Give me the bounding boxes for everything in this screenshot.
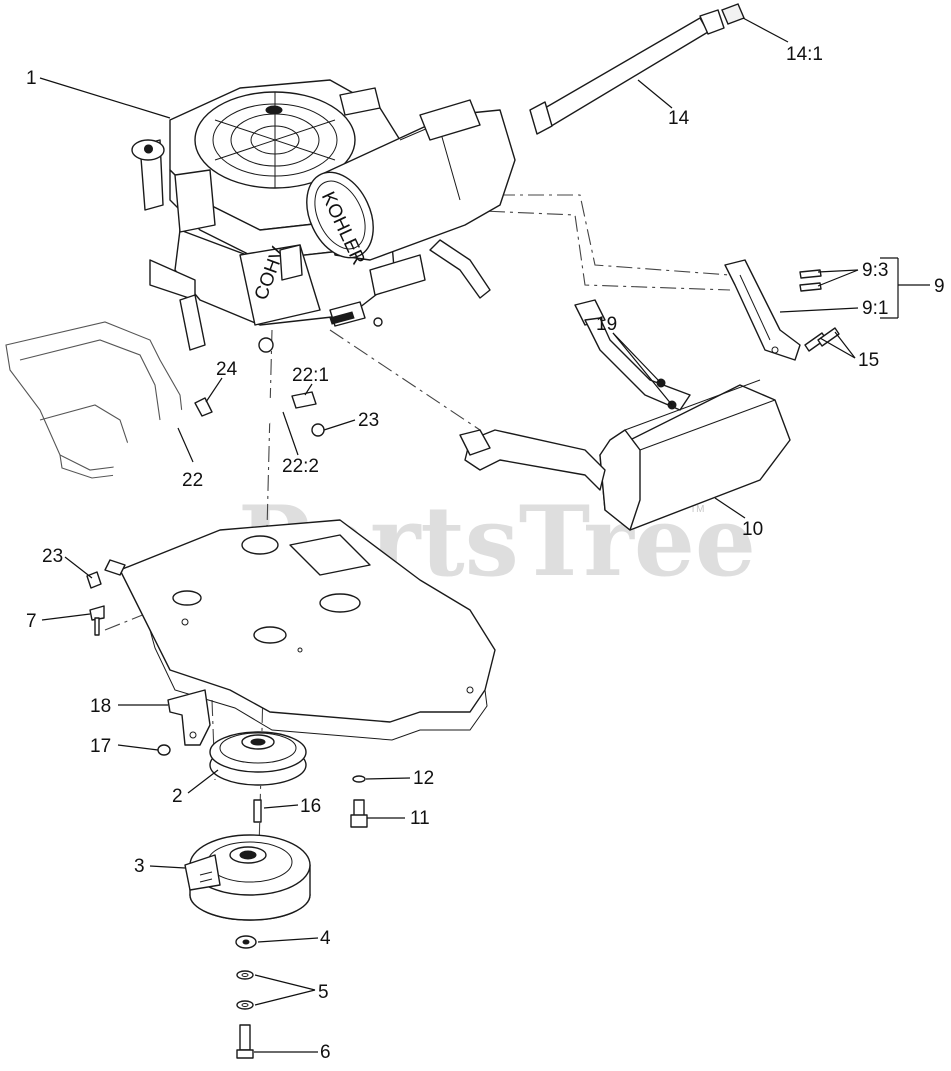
bolt-11 <box>350 799 368 828</box>
hose <box>104 391 317 576</box>
washer-5-upper <box>236 970 254 980</box>
muffler-bracket <box>724 259 840 361</box>
muffler <box>459 299 791 531</box>
bracket-18 <box>167 689 211 746</box>
callout-14: 14 <box>668 108 690 129</box>
callout-24: 24 <box>216 359 238 380</box>
callout-4: 4 <box>320 928 331 949</box>
clip-23-lower <box>86 571 102 589</box>
callout-6: 6 <box>320 1042 331 1063</box>
bolt-9-3-b <box>799 282 822 292</box>
callout-12: 12 <box>413 768 434 789</box>
nut-17 <box>157 744 171 756</box>
callout-11: 11 <box>410 808 430 829</box>
callout-23-upper: 23 <box>358 410 379 431</box>
callout-16: 16 <box>300 796 321 817</box>
washer-5-lower <box>236 1000 254 1010</box>
bolt-7 <box>89 605 105 636</box>
hardware <box>86 423 368 828</box>
callout-14-1: 14:1 <box>786 44 823 65</box>
callout-19: 19 <box>596 314 617 335</box>
callout-labels: 1 14:1 14 9:3 9 9:1 19 15 24 22:1 23 22 … <box>26 44 945 1063</box>
leader-lines <box>39 17 930 1053</box>
callout-9: 9 <box>934 276 945 297</box>
callout-17: 17 <box>90 736 111 757</box>
callout-18: 18 <box>90 696 111 717</box>
spacer-4 <box>235 935 257 949</box>
callout-2: 2 <box>172 786 183 807</box>
callout-5: 5 <box>318 982 329 1003</box>
pulley <box>209 731 307 786</box>
callout-22-2: 22:2 <box>282 456 319 477</box>
callout-23-lower: 23 <box>42 546 63 567</box>
callout-22-1: 22:1 <box>292 365 329 386</box>
engine-mount-plate <box>119 519 496 741</box>
callout-1: 1 <box>26 68 37 89</box>
callout-9-3: 9:3 <box>862 260 888 281</box>
key-16 <box>253 799 262 823</box>
callout-10: 10 <box>742 519 763 540</box>
bolt-15 <box>804 327 840 352</box>
washer-12 <box>352 775 366 783</box>
callout-22: 22 <box>182 470 203 491</box>
bolt-9-3-a <box>799 269 822 279</box>
lower-hardware <box>235 935 257 1059</box>
callout-3: 3 <box>134 856 145 877</box>
bolt-6 <box>236 1024 254 1059</box>
pto-clutch <box>184 834 311 921</box>
callout-9-1: 9:1 <box>862 298 888 319</box>
watermark-trademark: TM <box>690 504 704 515</box>
callout-7: 7 <box>26 611 37 632</box>
callout-15: 15 <box>858 350 879 371</box>
exhaust-pipe <box>529 3 745 135</box>
clip-23-upper <box>311 423 325 437</box>
